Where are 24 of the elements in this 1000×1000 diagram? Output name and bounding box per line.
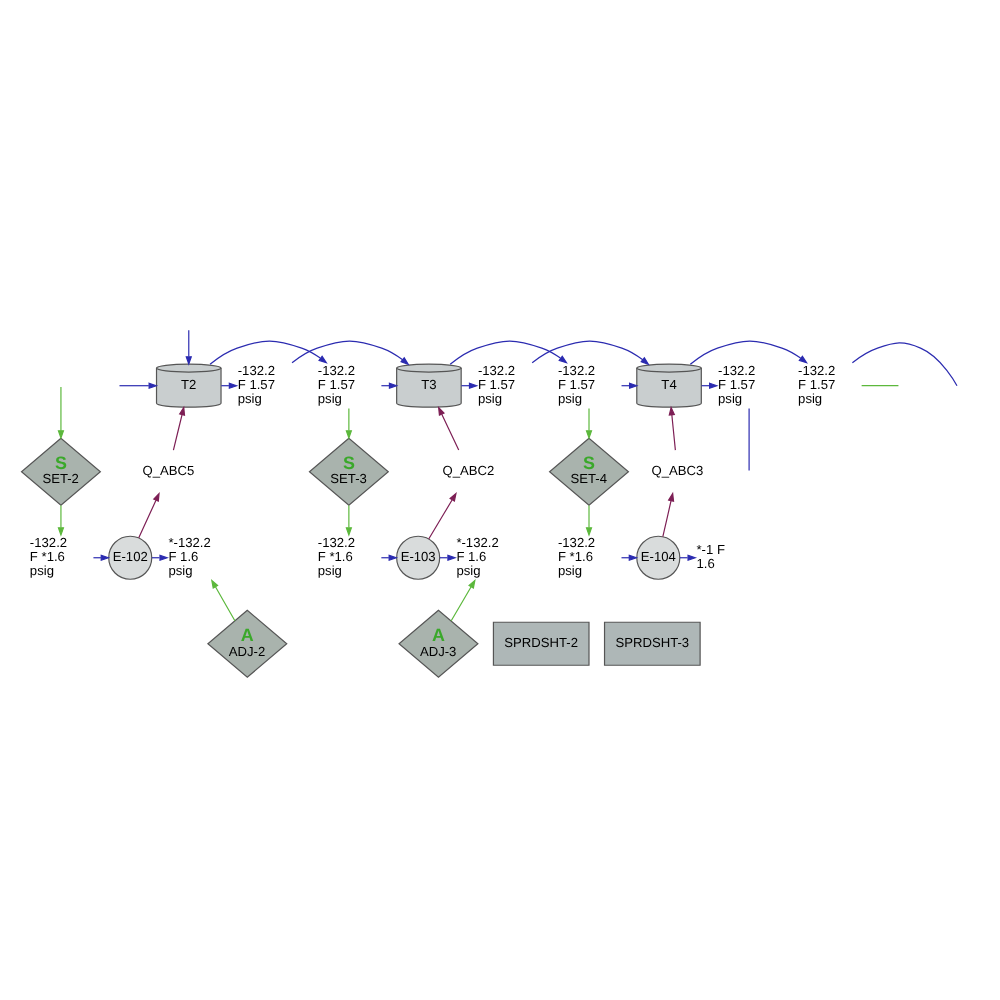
arrow — [428, 491, 457, 539]
arrow — [689, 339, 808, 364]
arrow — [668, 404, 676, 450]
arrow — [345, 406, 353, 439]
arrow — [291, 339, 410, 365]
arrow — [57, 385, 65, 439]
arrow — [57, 503, 65, 536]
arrow — [450, 577, 476, 621]
connector — [851, 341, 958, 386]
arrow — [172, 404, 186, 450]
arrow — [210, 577, 236, 621]
arrow — [345, 503, 353, 536]
arrow — [585, 503, 593, 536]
arrow — [209, 339, 328, 364]
arrow — [138, 490, 160, 538]
arrow — [185, 328, 193, 365]
connector — [748, 406, 750, 471]
connector — [861, 384, 900, 386]
arrow — [585, 406, 593, 439]
arrow — [437, 404, 460, 450]
arrow — [449, 339, 568, 364]
arrow — [118, 381, 159, 389]
arrow — [662, 490, 675, 537]
arrow — [531, 339, 650, 365]
